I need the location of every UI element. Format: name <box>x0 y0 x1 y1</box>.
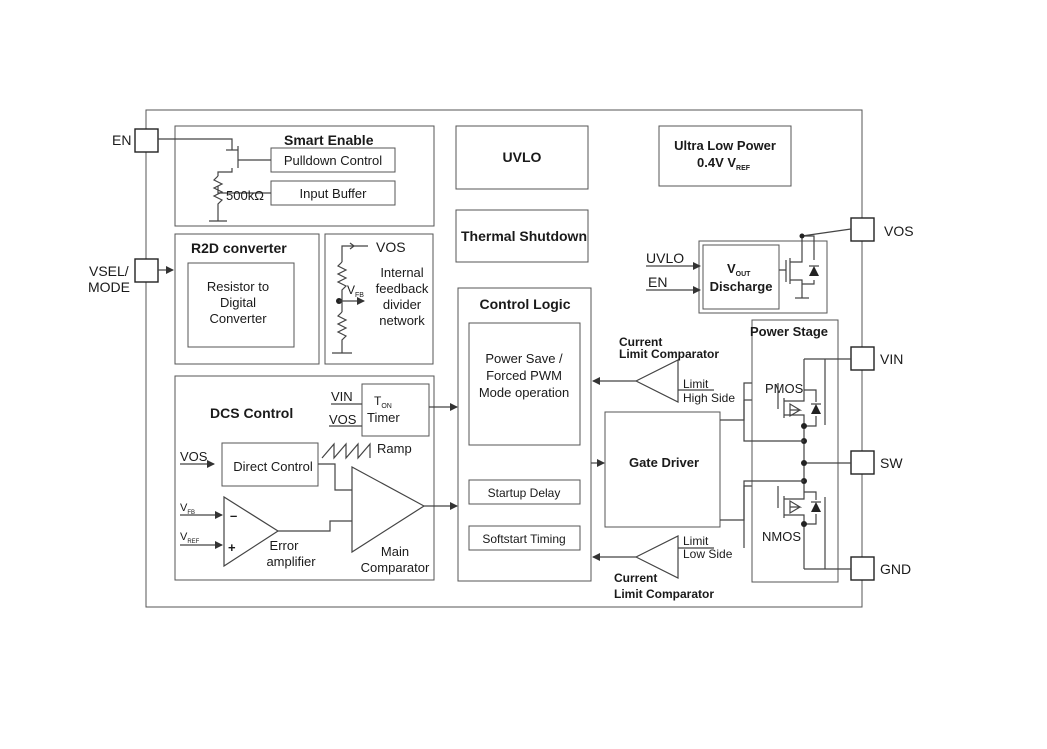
uvlo-block: UVLO <box>455 125 589 190</box>
pin-en-label: EN <box>112 132 131 148</box>
ps-line1: Power Save / <box>485 351 563 366</box>
dc-vos-label: VOS <box>180 449 208 464</box>
dcs-vin-label: VIN <box>331 389 353 404</box>
error-vfb-label: VFB <box>180 502 195 516</box>
limit-low-line2: Low Side <box>683 547 733 561</box>
thermal-shutdown-label: Thermal Shutdown <box>461 228 587 244</box>
r2d-title: R2D converter <box>191 240 287 256</box>
timer-label: Timer <box>367 410 400 425</box>
limit-high-line2: High Side <box>683 391 735 405</box>
r2d-converter-block: R2D converter Resistor to Digital Conver… <box>158 233 320 365</box>
ton-subscript: ON <box>381 403 392 410</box>
gate-driver-label: Gate Driver <box>629 455 699 470</box>
vref-label: 0.4V VREF <box>697 155 751 172</box>
pin-gnd-label: GND <box>880 561 911 577</box>
feedback-vfb-text: V <box>347 283 355 297</box>
ton-label: TON <box>374 394 392 410</box>
vout-subscript: OUT <box>736 271 752 278</box>
r2d-line2: Digital <box>220 295 256 310</box>
current-limit-comparator-high: Current Limit Comparator Limit High Side <box>592 335 758 405</box>
pin-en: EN <box>112 128 159 153</box>
discharge-uvlo-label: UVLO <box>646 250 684 266</box>
feedback-line2: feedback <box>376 281 429 296</box>
thermal-shutdown-block: Thermal Shutdown <box>455 209 589 263</box>
vref-text: 0.4V V <box>697 155 736 170</box>
smart-enable-block: Smart Enable Pulldown Control Input Buff… <box>158 125 435 227</box>
clc-bot-line1: Current <box>614 571 657 585</box>
feedback-divider-block: VOS VFB Internal feedback divider networ… <box>324 233 434 365</box>
pin-vin: VIN <box>850 346 903 371</box>
error-line1: Error <box>270 538 300 553</box>
ps-line2: Forced PWM <box>486 368 562 383</box>
feedback-vfb-label: VFB <box>347 283 364 299</box>
dcs-control-block: DCS Control TON Timer VIN VOS Ramp Direc… <box>174 375 458 581</box>
pin-vsel-mode: VSEL/ MODE <box>88 258 159 295</box>
smart-enable-title: Smart Enable <box>284 132 374 148</box>
ps-line3: Mode operation <box>479 385 569 400</box>
power-stage-title: Power Stage <box>750 324 828 339</box>
pin-mode-label: MODE <box>88 279 130 295</box>
ramp-label: Ramp <box>377 441 412 456</box>
error-vref-text: V <box>180 531 188 543</box>
ultra-low-power-label: Ultra Low Power <box>674 138 776 153</box>
direct-control-label: Direct Control <box>233 459 313 474</box>
clc-bot-line2: Limit Comparator <box>614 587 714 601</box>
error-vfb-subscript: FB <box>187 510 195 516</box>
vout-label: VOUT <box>727 261 751 278</box>
softstart-timing-label: Softstart Timing <box>482 532 565 546</box>
pin-vin-label: VIN <box>880 351 903 367</box>
control-logic-block: Control Logic Power Save / Forced PWM Mo… <box>457 287 592 582</box>
vout-discharge-block: VOUT Discharge UVLO EN <box>646 228 852 314</box>
r2d-line1: Resistor to <box>207 279 269 294</box>
error-line2: amplifier <box>266 554 316 569</box>
error-vfb-text: V <box>180 502 188 514</box>
feedback-line3: divider <box>383 297 422 312</box>
error-minus: – <box>230 508 237 523</box>
clc-top-line2: Limit Comparator <box>619 347 719 361</box>
pin-vos-label: VOS <box>884 223 914 239</box>
limit-low-line1: Limit <box>683 534 709 548</box>
resistor-500k-label: 500kΩ <box>226 188 264 203</box>
current-limit-comparator-low: Limit Low Side Current Limit Comparator <box>592 534 733 601</box>
discharge-en-label: EN <box>648 274 667 290</box>
pin-sw: SW <box>850 450 903 475</box>
vref-subscript: REF <box>736 165 751 172</box>
pin-sw-label: SW <box>880 455 903 471</box>
error-vref-subscript: REF <box>187 539 199 545</box>
clc-top-line1: Current <box>619 335 662 349</box>
feedback-vfb-subscript: FB <box>355 292 364 299</box>
gate-driver-block: Gate Driver <box>591 382 778 528</box>
ton-text: T <box>374 394 382 408</box>
error-plus: + <box>228 540 236 555</box>
nmos-label: NMOS <box>762 529 801 544</box>
feedback-line4: network <box>379 313 425 328</box>
discharge-label: Discharge <box>710 279 773 294</box>
r2d-line3: Converter <box>209 311 267 326</box>
ultra-low-power-block: Ultra Low Power 0.4V VREF <box>658 125 792 187</box>
feedback-vos-label: VOS <box>376 239 406 255</box>
startup-delay-label: Startup Delay <box>488 486 561 500</box>
pin-vos: VOS <box>850 217 914 242</box>
uvlo-label: UVLO <box>503 149 542 165</box>
pmos-label: PMOS <box>765 381 804 396</box>
main-line1: Main <box>381 544 409 559</box>
limit-high-line1: Limit <box>683 377 709 391</box>
pin-gnd: GND <box>850 556 911 581</box>
pulldown-control-label: Pulldown Control <box>284 153 382 168</box>
dcs-vos-label: VOS <box>329 412 357 427</box>
error-vref-label: VREF <box>180 531 200 545</box>
dcs-title: DCS Control <box>210 405 293 421</box>
input-buffer-label: Input Buffer <box>300 186 368 201</box>
pin-vsel-label: VSEL/ <box>89 263 129 279</box>
vout-text: V <box>727 261 736 276</box>
feedback-line1: Internal <box>380 265 423 280</box>
power-stage-block: Power Stage PMOS NMOS <box>743 319 851 583</box>
control-logic-title: Control Logic <box>480 296 571 312</box>
main-line2: Comparator <box>361 560 430 575</box>
